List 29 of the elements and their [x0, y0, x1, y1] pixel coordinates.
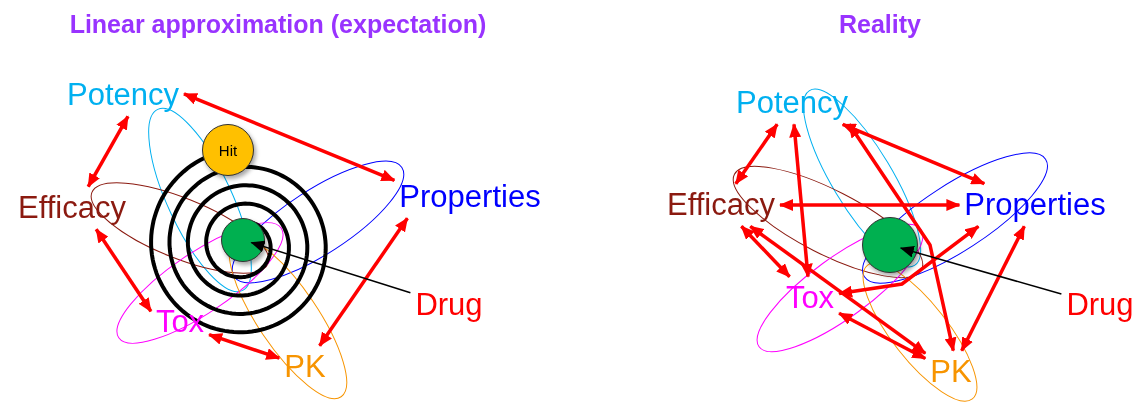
double-arrow [847, 123, 957, 352]
double-arrow [789, 123, 813, 278]
double-arrow [318, 217, 409, 347]
double-arrow [779, 199, 961, 211]
double-arrow [86, 115, 130, 188]
double-arrow [841, 122, 986, 186]
double-arrow [740, 225, 791, 278]
property-label: Properties [399, 180, 541, 214]
double-arrow [838, 224, 980, 298]
arrow [899, 245, 1063, 295]
double-arrow [183, 92, 396, 182]
panel-heading: Linear approximation (expectation) [69, 10, 487, 39]
double-arrow [749, 224, 927, 355]
property-label: Drug [1066, 288, 1134, 322]
property-label: PK [284, 350, 326, 384]
property-label: Tox [785, 281, 835, 315]
double-arrow [734, 123, 779, 185]
double-arrow [208, 333, 281, 360]
double-arrow [94, 228, 153, 313]
drug-circle [221, 218, 265, 262]
property-label: PK [930, 355, 972, 389]
property-label: Potency [67, 78, 179, 112]
property-label: Drug [415, 288, 483, 322]
drug-circle [862, 217, 918, 273]
arrow [250, 240, 412, 294]
panel-heading: Reality [839, 10, 921, 39]
double-arrow [960, 225, 1026, 352]
hit-circle: Hit [202, 124, 254, 176]
double-arrow [838, 311, 927, 361]
